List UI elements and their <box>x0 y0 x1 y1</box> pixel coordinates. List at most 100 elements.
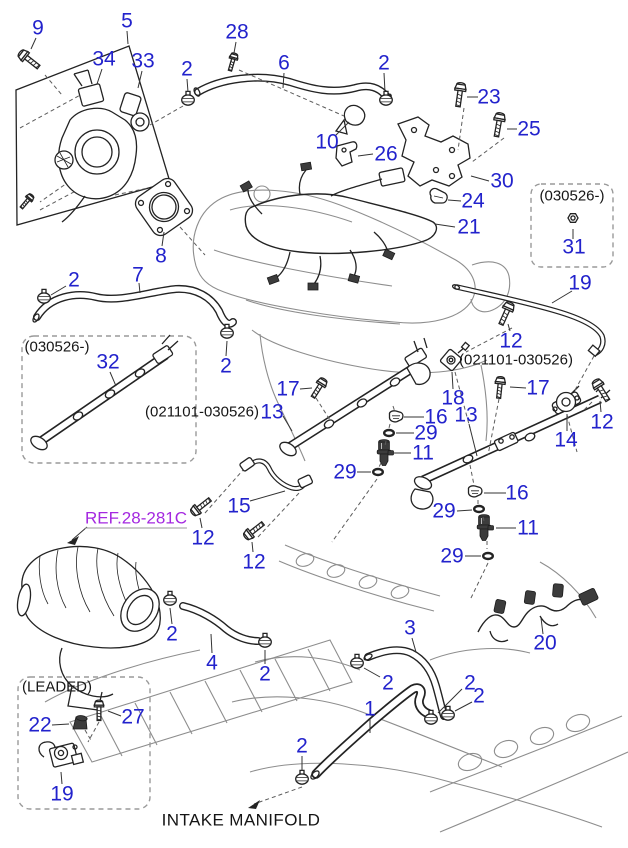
hose-3 <box>363 650 444 716</box>
callout-6: 6 <box>278 51 290 75</box>
callout-29-b: 29 <box>333 460 357 484</box>
clamp-2-k <box>37 288 51 304</box>
callout-2-i: 2 <box>473 684 485 708</box>
gasket-8 <box>132 175 196 239</box>
callout-leader-lines <box>31 31 601 784</box>
hose-1 <box>309 688 429 781</box>
injector-harness-20 <box>478 584 599 642</box>
callout-7: 7 <box>132 263 144 287</box>
fuel-rail-13-lower <box>411 384 610 509</box>
clip-16-a <box>388 410 404 423</box>
callout-29-d: 29 <box>440 544 464 568</box>
bolt-12-a <box>495 299 517 328</box>
bracket-26 <box>336 142 357 166</box>
callout-11-a: 11 <box>412 441 434 465</box>
ref-link-28-281C: REF.28-281C <box>84 508 188 529</box>
variant-box-030526-rail <box>22 336 196 463</box>
callout-26: 26 <box>374 142 398 166</box>
callout-20: 20 <box>533 631 557 655</box>
callout-15: 15 <box>227 494 251 518</box>
callout-14: 14 <box>554 428 578 452</box>
clamp-2-a <box>181 90 195 106</box>
callout-2-g: 2 <box>382 671 394 695</box>
clip-24 <box>430 188 447 203</box>
callout-28: 28 <box>225 20 249 44</box>
note-021101-a: (021101-030526) <box>459 351 573 369</box>
bolt-12-c <box>188 494 214 519</box>
throttle-sensor-33 <box>119 92 149 131</box>
clamp-stay-10 <box>336 105 365 134</box>
callout-12-b: 12 <box>590 410 614 434</box>
callout-3: 3 <box>404 616 416 640</box>
air-intake-duct <box>15 546 167 710</box>
clamp-2-f <box>258 632 272 648</box>
callout-18: 18 <box>441 386 465 410</box>
oring-29-d <box>482 551 494 561</box>
callout-32: 32 <box>96 350 120 374</box>
injector-11-b <box>476 514 494 541</box>
engine-lower-manifold <box>232 562 628 832</box>
bolt-25 <box>490 111 507 139</box>
callout-12-c: 12 <box>191 526 215 550</box>
hose-4 <box>183 606 258 641</box>
callout-10: 10 <box>315 130 339 154</box>
callout-16-a: 16 <box>424 405 448 429</box>
note-030526-top: (030526-) <box>539 187 605 205</box>
bolt-23 <box>451 81 468 108</box>
callout-24: 24 <box>461 189 485 213</box>
variant-box-030526-top <box>531 184 613 267</box>
leaded-valve-19 <box>39 742 83 767</box>
callout-30: 30 <box>490 169 514 193</box>
callout-11-b: 11 <box>517 516 539 540</box>
oring-29-c <box>473 504 485 514</box>
note-021101-b: (021101-030526) <box>145 403 259 421</box>
callout-31: 31 <box>562 235 586 259</box>
callout-21: 21 <box>457 215 481 239</box>
callout-2-e: 2 <box>166 622 178 646</box>
clamp-2-e <box>163 590 177 606</box>
callout-5: 5 <box>121 9 133 33</box>
engine-valve-cover-lower <box>45 640 352 762</box>
callout-12-a: 12 <box>499 329 523 353</box>
callout-33: 33 <box>131 49 155 73</box>
footer-title-intake-manifold: INTAKE MANIFOLD <box>161 810 321 830</box>
callout-4: 4 <box>206 651 218 675</box>
callout-2-j: 2 <box>296 734 308 758</box>
callout-19-a: 19 <box>568 271 592 295</box>
clamp-2-j <box>295 769 309 785</box>
pressure-regulator-14 <box>551 386 581 415</box>
throttle-body <box>17 70 149 222</box>
callout-27: 27 <box>121 705 145 729</box>
fuel-rail-13-upper <box>277 338 430 458</box>
callout-12-d: 12 <box>242 550 266 574</box>
oring-29-b <box>372 467 384 477</box>
callout-2-k: 2 <box>68 268 80 292</box>
throttle-sensor-34 <box>74 70 104 107</box>
callout-9: 9 <box>32 16 44 40</box>
bolt-9 <box>15 47 43 73</box>
variant-box-leaded <box>18 677 150 809</box>
callout-17-b: 17 <box>526 376 550 400</box>
callout-2-h: 2 <box>464 671 476 695</box>
oring-29-a <box>383 428 395 438</box>
callout-13-a: 13 <box>260 400 284 424</box>
callout-19-b: 19 <box>50 782 74 806</box>
callout-23: 23 <box>477 85 501 109</box>
callout-2-b: 2 <box>378 51 390 75</box>
note-030526-rail: (030526-) <box>24 338 90 356</box>
callout-29-c: 29 <box>432 499 456 523</box>
callout-8: 8 <box>155 244 167 268</box>
fuel-pipe-15 <box>239 457 313 489</box>
hose-7 <box>32 289 233 324</box>
vacuum-pipe-19 <box>452 284 603 356</box>
callout-25: 25 <box>517 117 541 141</box>
screw-28 <box>225 51 240 73</box>
clip-16-b <box>467 485 483 498</box>
callout-2-a: 2 <box>181 57 193 81</box>
callout-29-a: 29 <box>414 421 438 445</box>
hose-6 <box>193 78 393 103</box>
callout-2-l: 2 <box>220 354 232 378</box>
callout-22: 22 <box>28 713 52 737</box>
